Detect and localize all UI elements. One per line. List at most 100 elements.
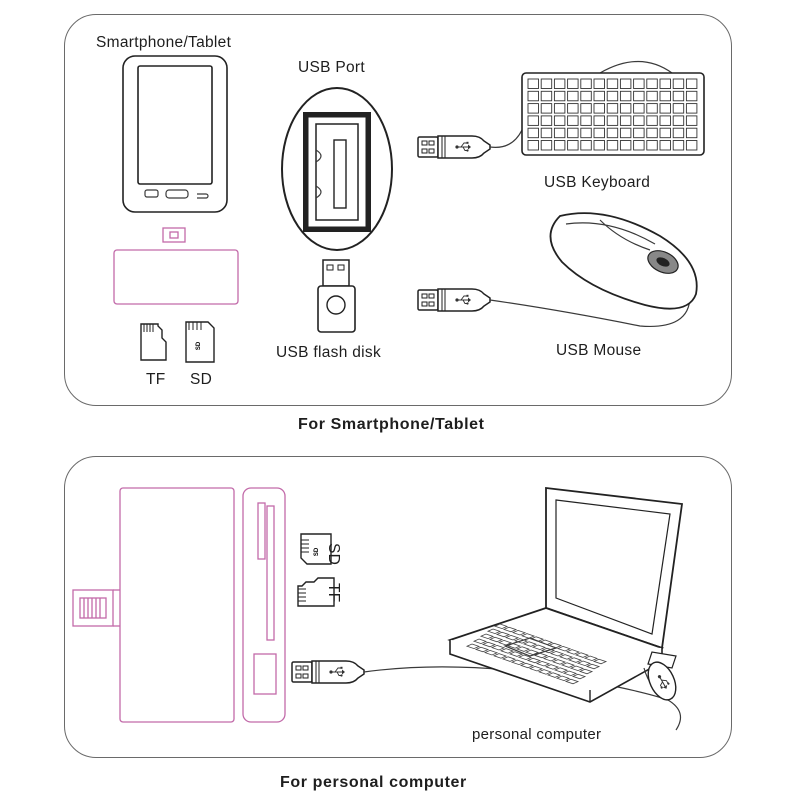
laptop-key [535,660,551,667]
laptop-key [495,631,511,638]
keyboard-key [646,140,658,151]
laptop-key [592,658,608,665]
keyboard-key [553,127,566,139]
laptop-key [567,657,583,663]
card-reader-hub-icon [113,227,239,305]
laptop-key [564,678,580,685]
laptop-key [519,662,535,669]
keyboard-key [619,103,632,114]
keyboard-key [567,127,579,139]
laptop-key [517,654,533,661]
keyboard-key [567,115,579,126]
keyboard-key [593,90,605,102]
keyboard-key [540,127,553,139]
laptop-key [544,664,560,670]
keyboard-key [606,103,619,114]
laptop-key [486,628,502,635]
keyboard-key [580,90,592,102]
keyboard-key [593,127,605,139]
keyboard-key [646,115,658,126]
laptop-key [508,651,524,657]
keyboard-key [646,78,658,89]
card-reader-hub-icon-bottom [72,487,286,723]
keyboard-key [553,115,566,126]
keyboard-key [593,140,605,151]
sd-label: SD [190,371,213,388]
keyboard-key [685,103,698,114]
smartphone-icon [122,55,228,213]
laptop-key [511,629,527,636]
laptop-key [569,665,585,672]
usb-mouse-label: USB Mouse [556,342,642,359]
keyboard-key [685,78,698,89]
keyboard-key [659,103,671,114]
keyboard-key [540,140,553,151]
keyboard-key [633,103,645,114]
usb-flash-disk-label: USB flash disk [276,344,381,361]
laptop-key [558,654,574,660]
keyboard-key [619,78,632,89]
keyboard-key [606,78,619,89]
keyboard-key [540,103,553,114]
tf-card-icon [140,323,167,361]
usb-flash-disk-icon [317,259,356,333]
keyboard-key [646,103,658,114]
laptop-key [504,634,520,641]
keyboard-key [540,115,553,126]
laptop-key [488,636,504,643]
laptop-key [497,639,513,646]
keyboard-key [659,115,671,126]
keyboard-key [633,78,645,89]
laptop-key [524,649,540,656]
keyboard-key [619,140,632,151]
keyboard-key [672,127,685,139]
keyboard-key [580,140,592,151]
keyboard-key [606,115,619,126]
tf-card-icon-bottom [297,577,335,607]
keyboard-key [527,103,539,114]
keyboard-key [633,140,645,151]
usb-keyboard-label: USB Keyboard [544,174,651,191]
keyboard-key [685,127,698,139]
keyboard-key [672,78,685,89]
keyboard-key [553,140,566,151]
laptop-icon [447,486,684,731]
keyboard-key [659,127,671,139]
laptop-key [562,670,578,677]
keyboard-key [580,127,592,139]
keyboard-key [619,127,632,139]
laptop-key [560,662,576,668]
mouse-usb-plug-icon [418,289,691,328]
laptop-key [515,646,531,652]
laptop-key [540,647,556,654]
laptop-key [537,669,553,675]
laptop-key [499,648,515,654]
keyboard-key [633,127,645,139]
keyboard-key [527,127,539,139]
keyboard-usb-plug-icon [418,129,523,158]
laptop-key [526,657,542,664]
keyboard-key [580,103,592,114]
keyboard-key [619,90,632,102]
laptop-key [510,659,526,666]
laptop-key [546,672,562,678]
keyboard-key [659,140,671,151]
laptop-key [506,643,522,649]
keyboard-key [567,78,579,89]
keyboard-key [659,90,671,102]
usb-keyboard-icon [521,60,705,156]
laptop-key [493,623,509,630]
laptop-key [556,645,572,652]
usb-mouse-icon [549,212,698,310]
keyboard-key [527,140,539,151]
laptop-key [483,649,499,656]
usb-port-icon [281,87,393,251]
keyboard-key [527,78,539,89]
laptop-key [520,633,536,639]
laptop-key [578,668,594,675]
keyboard-key [593,115,605,126]
laptop-key [531,644,547,651]
keyboard-key [672,140,685,151]
laptop-key [542,655,558,662]
